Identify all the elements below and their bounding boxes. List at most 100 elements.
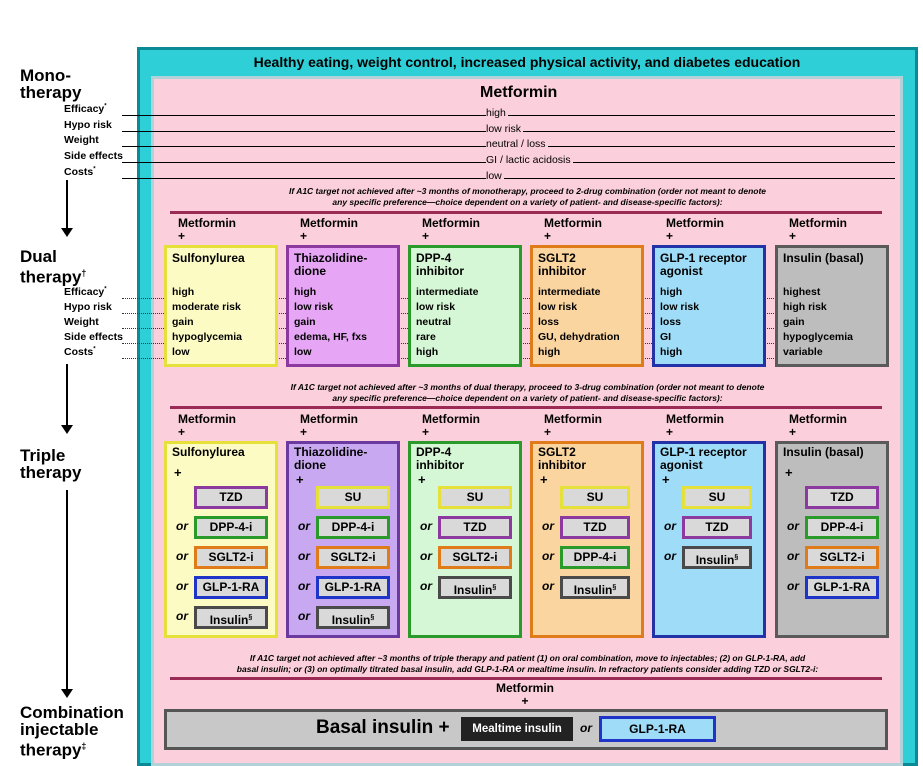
triple-metformin: Metformin+ bbox=[178, 413, 236, 439]
arrow-triple-to-combo bbox=[66, 490, 68, 690]
dual-value-text: high risk bbox=[783, 301, 827, 313]
plus-sign: + bbox=[300, 425, 308, 439]
mono-value-text: neutral / loss bbox=[486, 138, 546, 150]
dual-value-costs: high bbox=[538, 346, 563, 358]
row-label-efficacy: Efficacy* bbox=[64, 286, 107, 298]
dual-value-text: high bbox=[416, 346, 439, 358]
dual-value-text: GI bbox=[660, 331, 672, 343]
metformin-label: Metformin bbox=[422, 412, 480, 426]
metformin-label: Metformin bbox=[544, 412, 602, 426]
or-text: or bbox=[176, 579, 188, 593]
or-text: or bbox=[664, 519, 676, 533]
mealtime-insulin-pill: Mealtime insulin bbox=[461, 717, 573, 741]
option-label: DPP-4-i bbox=[331, 520, 375, 534]
dual-value-text: hypoglycemia bbox=[783, 331, 854, 343]
plus-sign: + bbox=[544, 425, 552, 439]
dual-value-text: rare bbox=[416, 331, 436, 343]
mono-leader-line bbox=[122, 115, 895, 116]
metformin-label: Metformin bbox=[666, 412, 724, 426]
plus-sign: + bbox=[418, 472, 426, 487]
dual-value-text: highest bbox=[783, 286, 821, 298]
row-label-text: Hypo risk bbox=[64, 301, 112, 313]
row-label-text: Efficacy bbox=[64, 286, 105, 298]
or-text: or bbox=[664, 549, 676, 563]
glp1-ra-pill: GLP-1-RA bbox=[599, 716, 716, 742]
dual-value-weight: neutral bbox=[416, 316, 454, 328]
footnote-mark: * bbox=[104, 103, 107, 110]
dual-value-text: high bbox=[294, 286, 317, 298]
triple-drug-box bbox=[652, 441, 766, 638]
note-to-combo: If A1C target not achieved after ~3 mont… bbox=[236, 653, 819, 674]
divider bbox=[170, 406, 882, 409]
dual-drug-name: inhibitor bbox=[416, 264, 464, 278]
plus-sign: + bbox=[422, 229, 430, 243]
metformin-label: Metformin bbox=[300, 216, 358, 230]
or-text: or bbox=[176, 549, 188, 563]
row-label-side: Side effects bbox=[64, 331, 123, 343]
plus-sign: + bbox=[540, 472, 548, 487]
option-insulin-pill: Insulin§ bbox=[438, 576, 512, 599]
plus-sign: + bbox=[789, 229, 797, 243]
dual-value-weight: loss bbox=[538, 316, 562, 328]
or-text: or bbox=[298, 579, 310, 593]
option-tzd-pill: TZD bbox=[682, 516, 752, 539]
option-sglt2-i-pill: SGLT2-i bbox=[438, 546, 512, 569]
mono-value-efficacy: high bbox=[486, 103, 508, 121]
dual-drug-name: agonist bbox=[660, 264, 703, 278]
dual-value-text: variable bbox=[783, 346, 823, 358]
dual-drug-name: DPP-4 bbox=[416, 251, 452, 265]
option-label: DPP-4-i bbox=[573, 550, 617, 564]
triple-drug-name: Thiazolidine- bbox=[294, 445, 368, 459]
option-label: SGLT2-i bbox=[208, 550, 254, 564]
plus-sign: + bbox=[296, 472, 304, 487]
dual-value-text: gain bbox=[294, 316, 316, 328]
dual-value-text: neutral bbox=[416, 316, 452, 328]
or-text: or bbox=[420, 519, 432, 533]
stage-label-dual: Dual therapy† bbox=[20, 247, 87, 287]
triple-drug-name: inhibitor bbox=[538, 458, 586, 472]
arrow-head-icon bbox=[61, 689, 73, 698]
mono-title: Metformin bbox=[480, 84, 558, 101]
note-to-dual: If A1C target not achieved after ~3 mont… bbox=[288, 186, 767, 207]
dual-value-text: low bbox=[294, 346, 312, 358]
footnote-mark: * bbox=[104, 286, 107, 293]
option-label: GLP-1-RA bbox=[813, 580, 871, 594]
dual-metformin: Metformin+ bbox=[666, 217, 724, 243]
footnote-mark: * bbox=[93, 346, 96, 353]
or-text: or bbox=[542, 519, 554, 533]
mono-value-text: low risk bbox=[486, 123, 522, 135]
footnote-mark: * bbox=[93, 166, 96, 173]
mono-value-text: GI / lactic acidosis bbox=[486, 154, 571, 166]
row-label-weight: Weight bbox=[64, 316, 99, 328]
row-label-text: Weight bbox=[64, 134, 99, 146]
row-label-hypo: Hypo risk bbox=[64, 119, 112, 131]
triple-drug-name: GLP-1 receptor bbox=[660, 445, 747, 459]
option-su-pill: SU bbox=[316, 486, 390, 509]
dual-metformin: Metformin+ bbox=[422, 217, 480, 243]
dual-value-efficacy: highest bbox=[783, 286, 823, 298]
divider bbox=[170, 211, 882, 214]
or-text: or bbox=[298, 519, 310, 533]
option-label: SGLT2-i bbox=[819, 550, 865, 564]
plus-sign: + bbox=[662, 472, 670, 487]
dual-value-text: GU, dehydration bbox=[538, 331, 620, 343]
arrow-mono-to-dual bbox=[66, 180, 68, 230]
option-insulin-pill: Insulin§ bbox=[316, 606, 390, 629]
dual-value-hypo: low risk bbox=[294, 301, 336, 313]
dual-value-text: intermediate bbox=[538, 286, 601, 298]
plus-sign: + bbox=[666, 425, 674, 439]
dual-value-text: gain bbox=[172, 316, 194, 328]
triple-drug-box bbox=[408, 441, 522, 638]
dual-drug-name: dione bbox=[294, 264, 326, 278]
dual-value-costs: low bbox=[172, 346, 192, 358]
row-label-efficacy: Efficacy* bbox=[64, 103, 107, 115]
triple-drug-name: Insulin (basal) bbox=[783, 445, 864, 459]
dual-value-text: loss bbox=[660, 316, 682, 328]
dual-value-efficacy: high bbox=[172, 286, 197, 298]
triple-metformin: Metformin+ bbox=[666, 413, 724, 439]
dual-value-text: low risk bbox=[294, 301, 334, 313]
dual-metformin: Metformin+ bbox=[789, 217, 847, 243]
dual-value-text: high bbox=[660, 286, 683, 298]
